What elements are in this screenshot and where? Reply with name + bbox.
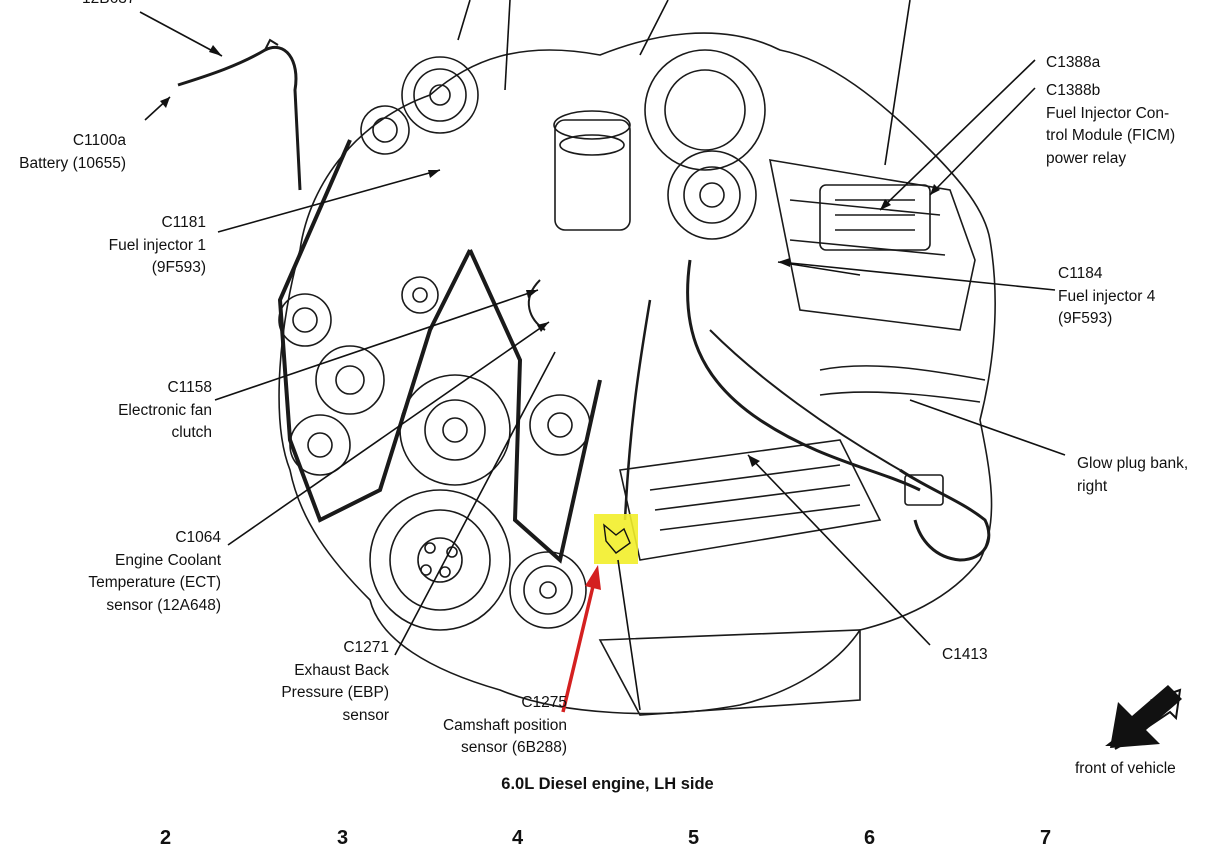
- edge-digit: 4: [512, 827, 524, 849]
- leader-lines: [139, 0, 1066, 711]
- label-front-of-vehicle: front of vehicle: [1075, 760, 1176, 777]
- edge-digit: 6: [864, 827, 876, 849]
- camshaft-sensor-highlight: [594, 514, 638, 564]
- edge-digit: 7: [1040, 827, 1052, 849]
- edge-digit: 5: [688, 827, 700, 849]
- label-c1181-fuel-injector-1: C1181 Fuel injector 1 (9F593): [108, 214, 206, 276]
- diagram-caption: 6.0L Diesel engine, LH side: [501, 775, 714, 793]
- label-c1413: C1413: [942, 646, 988, 663]
- label-c1064-ect-sensor: C1064 Engine Coolant Temperature (ECT) s…: [88, 529, 221, 614]
- label-c1184-fuel-injector-4: C1184 Fuel injector 4 (9F593): [1058, 265, 1156, 327]
- leader-arrowheads: [160, 45, 940, 467]
- edge-digit: 2: [160, 827, 172, 849]
- label-c1388a: C1388a: [1046, 54, 1101, 71]
- label-c1100a-battery: C1100a Battery (10655): [19, 132, 126, 172]
- front-of-vehicle-arrow-icon: [1105, 685, 1182, 750]
- red-pointer-arrow: [561, 565, 601, 713]
- label-c1158-electronic-fan-clutch: C1158 Electronic fan clutch: [118, 379, 212, 441]
- edge-digit: 3: [337, 827, 349, 849]
- label-glow-plug-bank-right: Glow plug bank, right: [1077, 455, 1189, 495]
- label-c1271-ebp-sensor: C1271 Exhaust Back Pressure (EBP) sensor: [281, 639, 389, 724]
- label-12b637: 12B637: [82, 0, 135, 11]
- label-c1388b-ficm-relay: C1388b Fuel Injector Con- trol Module (F…: [1046, 82, 1176, 167]
- label-c1275-camshaft-sensor: C1275 Camshaft position sensor (6B288): [442, 694, 567, 756]
